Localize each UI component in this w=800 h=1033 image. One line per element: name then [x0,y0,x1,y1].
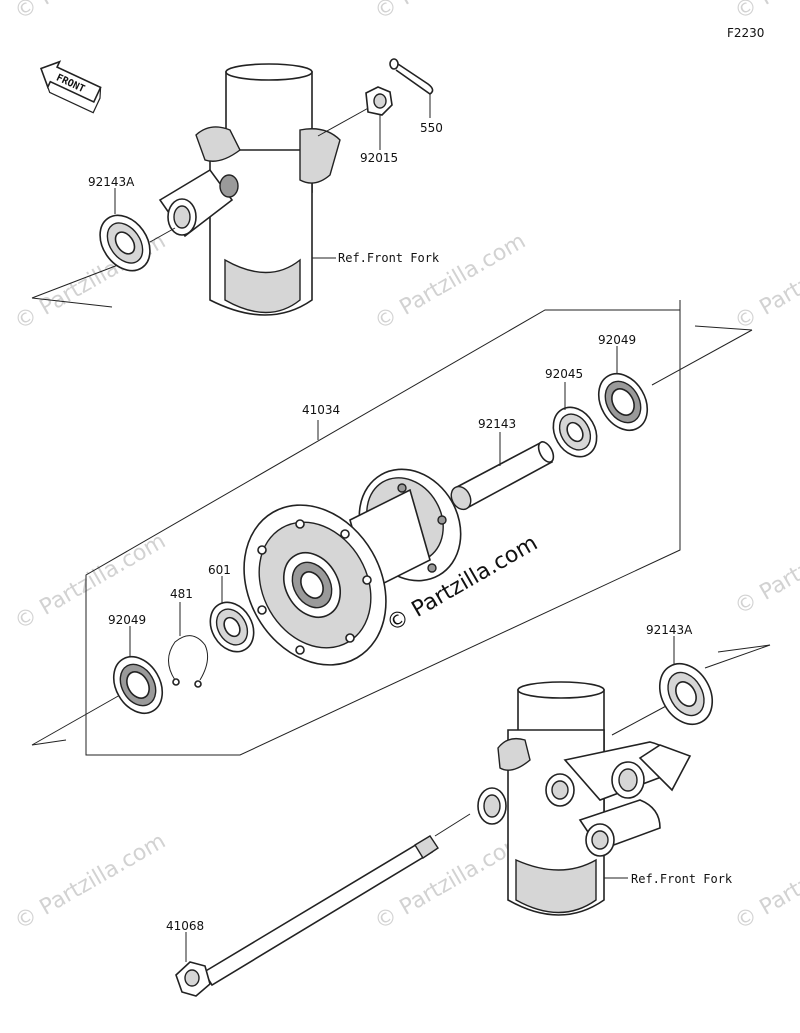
label-550: 550 [420,121,443,135]
label-92049-right: 92049 [598,333,636,347]
axis-line [31,264,119,299]
axis-line [31,297,113,308]
hub-41034 [243,468,462,666]
label-ref-front-fork-top: Ref.Front Fork [338,251,440,265]
axle-41068 [175,835,439,997]
label-601: 601 [208,563,231,577]
watermark-text: © Partzilla.com [731,829,800,936]
front-arrow-icon: FRONT [39,60,102,114]
seal-92049-left [112,655,164,715]
watermark-text: © Partzilla.com [371,229,531,336]
front-fork-bottom [477,681,692,916]
label-92049-left: 92049 [108,613,146,627]
watermark-text: © Partzilla.com [11,0,171,25]
cotter-pin-550 [389,58,434,95]
label-481: 481 [170,587,193,601]
hub-box-frame [85,300,681,756]
label-ref-front-fork-bottom: Ref.Front Fork [631,872,733,886]
seal-92049-right [597,372,649,432]
background-watermarks: © Partzilla.com © Partzilla.com © Partzi… [11,0,800,935]
label-92143A-top: 92143A [88,175,135,189]
front-fork-top [158,63,341,316]
bearing-601 [209,601,255,653]
watermark-text: © Partzilla.com [731,229,800,336]
label-41068: 41068 [166,919,204,933]
label-92143: 92143 [478,417,516,431]
label-41034: 41034 [302,403,340,417]
diagram-code: F2230 [727,26,764,40]
watermark-text: © Partzilla.com [731,0,800,25]
watermark-text: © Partzilla.com [11,829,171,936]
label-92045: 92045 [545,367,583,381]
circlip-481 [168,635,209,688]
watermark-text: © Partzilla.com [371,829,531,936]
collar-92143A-bottom [658,663,714,725]
label-92143A-bottom: 92143A [646,623,693,637]
watermark-text: © Partzilla.com [371,0,531,25]
label-92015: 92015 [360,151,398,165]
collar-92143A-top [99,214,151,272]
watermark-text: © Partzilla.com [731,514,800,621]
bearing-92045 [552,406,598,458]
spacer-92143 [450,441,555,511]
nut-92015 [365,86,393,116]
